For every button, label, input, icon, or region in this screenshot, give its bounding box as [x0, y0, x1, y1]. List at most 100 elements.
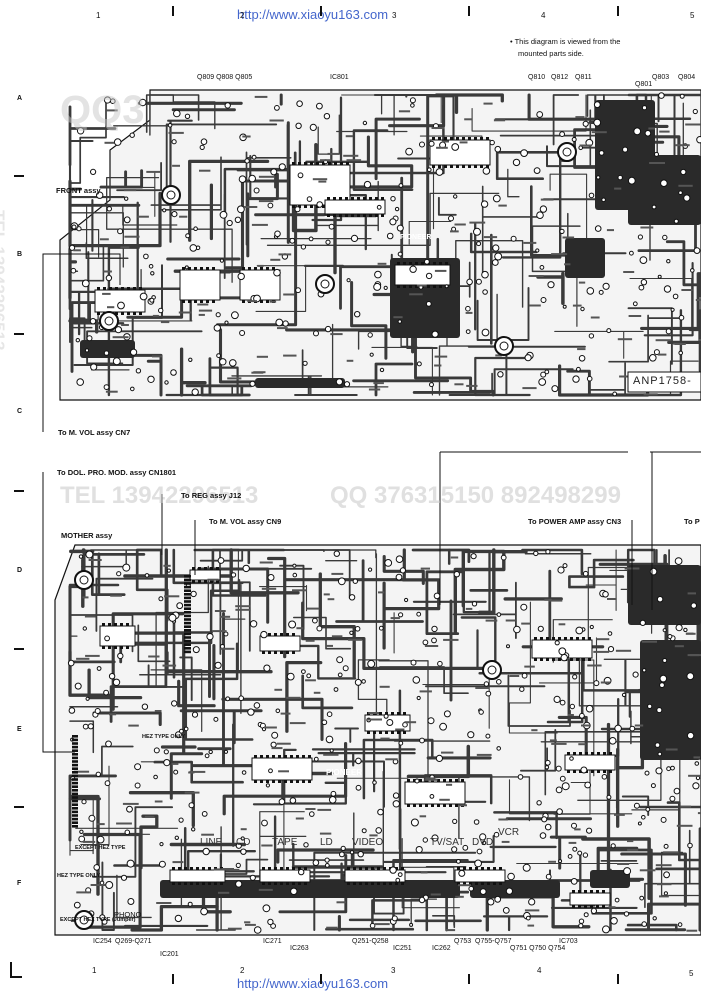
- copper-trace: [432, 915, 456, 929]
- solder-pad: [429, 794, 435, 799]
- solder-pad: [199, 144, 205, 150]
- ic-pin: [115, 287, 118, 290]
- solder-pad: [621, 692, 627, 698]
- silkscreen-mark: [163, 564, 171, 567]
- silkscreen-mark: [617, 863, 630, 865]
- silkscreen-mark: [227, 927, 242, 930]
- ic-pin: [403, 712, 406, 715]
- solder-pad: [112, 678, 121, 686]
- solder-pad: [540, 297, 547, 303]
- copper-trace: [155, 565, 209, 688]
- ic-pin: [379, 731, 382, 734]
- copper-pour: [565, 238, 605, 278]
- solder-pad: [659, 682, 665, 688]
- ic-pin: [570, 658, 573, 661]
- ic-pin: [292, 867, 295, 870]
- solder-pad: [294, 206, 301, 213]
- solder-pad: [333, 550, 340, 557]
- ic-body: [569, 892, 611, 906]
- silkscreen-mark: [674, 645, 684, 648]
- silkscreen-mark: [607, 598, 617, 600]
- solder-pad: [158, 307, 164, 314]
- silkscreen-mark: [587, 664, 602, 667]
- silkscreen-mark: [528, 275, 544, 277]
- ic-pin: [576, 658, 579, 661]
- ic-pin: [339, 214, 342, 217]
- silkscreen-mark: [128, 724, 139, 727]
- solder-pad: [369, 352, 374, 357]
- solder-pad: [85, 550, 94, 559]
- solder-pad: [309, 123, 317, 132]
- silkscreen-mark: [430, 893, 441, 896]
- solder-pad: [213, 324, 222, 332]
- silkscreen-mark: [614, 187, 622, 190]
- solder-pad: [96, 835, 105, 844]
- copper-trace: [624, 902, 701, 932]
- ic-pin: [178, 882, 181, 885]
- solder-pad: [395, 573, 403, 581]
- to-m-vol-cn9: To M. VOL assy CN9: [209, 517, 282, 526]
- silkscreen-mark: [501, 840, 510, 843]
- ic-pin: [346, 162, 349, 165]
- ic-pin: [401, 882, 404, 885]
- ic-pin: [570, 637, 573, 640]
- silkscreen-mark: [574, 828, 581, 831]
- ic-pin: [340, 162, 343, 165]
- ic-pin: [409, 262, 412, 265]
- copper-trace: [501, 152, 562, 259]
- ic-pin: [481, 882, 484, 885]
- solder-pad: [374, 270, 382, 279]
- ic-pin: [573, 770, 576, 773]
- hez-type-only-1: HEZ TYPE ONLY: [142, 734, 186, 740]
- ic-pin: [120, 646, 123, 649]
- copper-trace: [301, 601, 496, 670]
- solder-pad: [235, 880, 243, 888]
- solder-pad: [485, 690, 492, 697]
- silkscreen-mark: [676, 824, 693, 827]
- silkscreen-mark: [577, 348, 586, 351]
- solder-pad: [453, 194, 458, 199]
- solder-pad: [377, 808, 384, 816]
- solder-pad: [641, 921, 648, 927]
- solder-pad: [328, 223, 335, 230]
- ic-body: [324, 199, 386, 215]
- copper-trace: [350, 281, 388, 360]
- silkscreen-mark: [276, 742, 291, 745]
- silkscreen-mark: [446, 783, 453, 786]
- ic-pin: [290, 755, 293, 758]
- ic-pin: [194, 300, 197, 303]
- url-top[interactable]: http://www.xiaoyu163.com: [237, 7, 389, 22]
- url-bottom[interactable]: http://www.xiaoyu163.com: [237, 976, 389, 991]
- solder-pad: [496, 612, 502, 617]
- solder-pad: [275, 708, 281, 714]
- ic-pin: [172, 867, 175, 870]
- solder-pad: [297, 172, 304, 179]
- ic-pin: [182, 267, 185, 270]
- solder-pad: [608, 737, 617, 745]
- solder-pad: [309, 811, 315, 817]
- ic-pin: [567, 770, 570, 773]
- solder-pad: [567, 854, 573, 859]
- mother-assy-label: MOTHER assy: [61, 531, 113, 540]
- silkscreen-mark: [578, 743, 586, 746]
- silkscreen-mark: [521, 622, 531, 625]
- solder-pad: [349, 630, 354, 635]
- solder-pad: [419, 737, 425, 744]
- ic-pin: [254, 755, 257, 758]
- silkscreen-mark: [207, 578, 219, 581]
- solder-pad: [89, 318, 97, 325]
- copper-trace: [643, 262, 694, 337]
- mounting-hole-inner: [166, 190, 176, 200]
- solder-pad: [267, 918, 274, 926]
- solder-pad: [670, 307, 675, 312]
- solder-pad: [535, 248, 540, 253]
- solder-pad: [462, 844, 469, 851]
- solder-pad: [627, 176, 636, 185]
- ic-pin: [462, 165, 465, 168]
- solder-pad: [120, 874, 128, 881]
- copper-trace: [169, 752, 204, 800]
- copper-trace: [655, 827, 701, 891]
- solder-pad: [383, 285, 388, 290]
- silkscreen-mark: [258, 200, 274, 203]
- col-3-top: 3: [392, 11, 397, 20]
